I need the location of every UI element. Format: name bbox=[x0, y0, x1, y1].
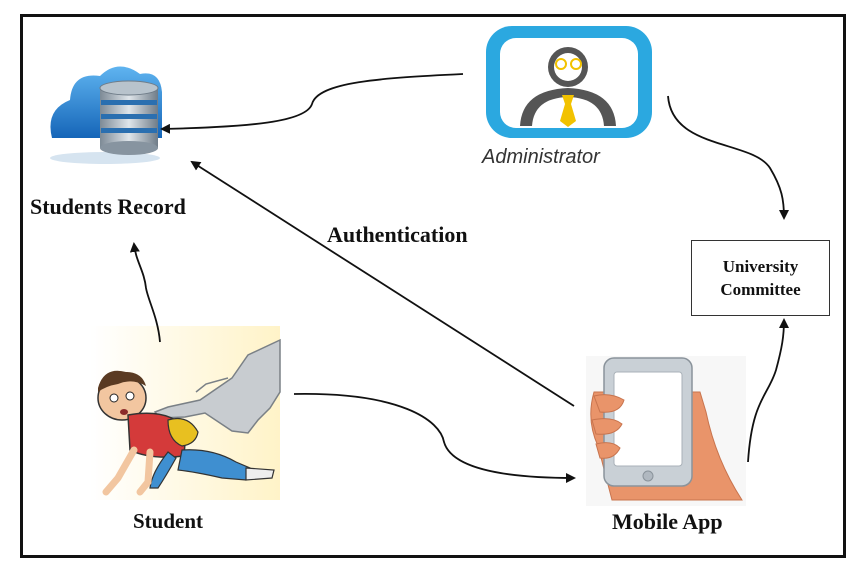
edge-student-to-students-record bbox=[129, 242, 161, 343]
edge-admin-to-university-committee bbox=[667, 95, 789, 220]
hand-holding-phone-icon bbox=[586, 356, 746, 506]
edge-authentication bbox=[190, 160, 575, 407]
student-label: Student bbox=[133, 509, 204, 533]
edge-admin-to-students-record bbox=[160, 73, 464, 134]
diagram-frame bbox=[20, 14, 846, 558]
university-committee-line2: Committee bbox=[720, 280, 801, 299]
university-committee-box: University Committee bbox=[691, 240, 830, 316]
edge-student-to-mobile-app bbox=[293, 393, 576, 483]
university-committee-line1: University bbox=[722, 257, 799, 276]
cloud-database-icon bbox=[50, 66, 162, 164]
mobile-app-label: Mobile App bbox=[612, 509, 723, 534]
authentication-label: Authentication bbox=[327, 222, 468, 247]
edge-mobile-app-to-university-committee bbox=[747, 318, 789, 463]
administrator-label: Administrator bbox=[482, 146, 600, 168]
student-illustration bbox=[90, 326, 281, 500]
students-record-label: Students Record bbox=[30, 194, 186, 219]
administrator-icon bbox=[486, 26, 652, 138]
